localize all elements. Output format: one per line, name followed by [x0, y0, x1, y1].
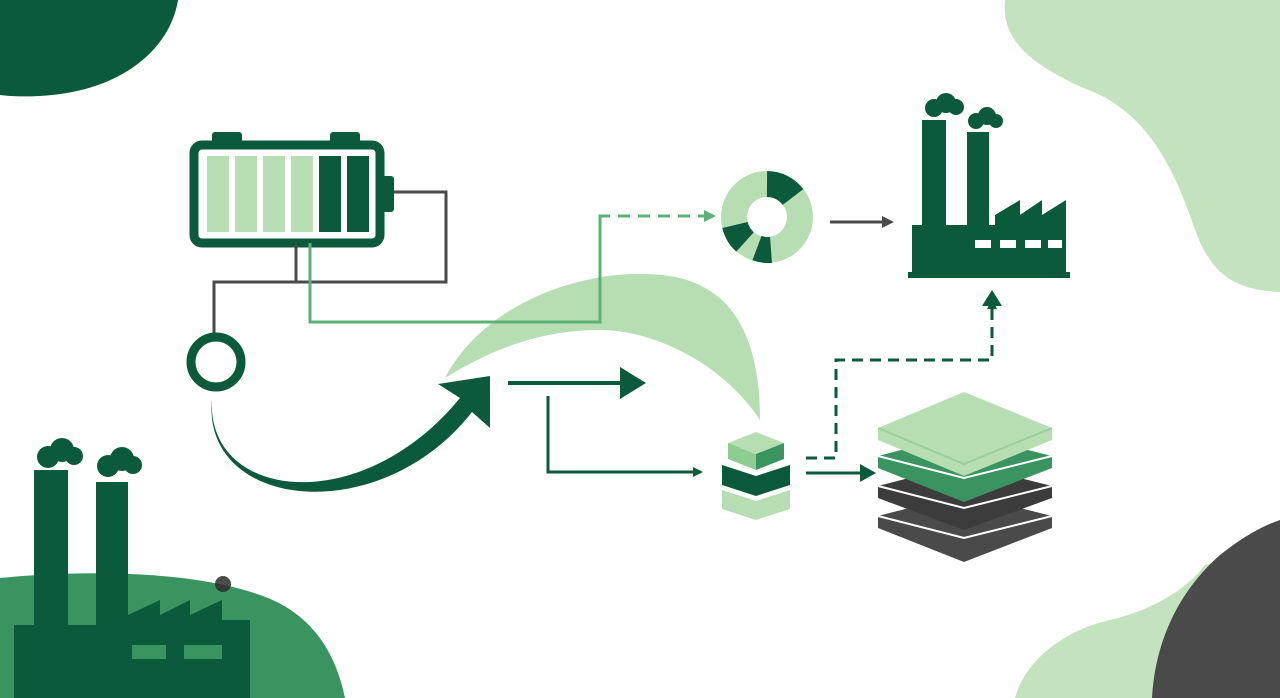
battery-wire-green — [308, 218, 602, 324]
factory-icon-bottom — [14, 438, 250, 698]
dashed-arrow-to-donut — [598, 210, 716, 222]
dashed-arrow-up-to-factory — [806, 299, 997, 460]
dark-curved-arrow — [211, 376, 490, 492]
circular-node-icon — [186, 332, 246, 392]
blob-bottom-right-dark — [1152, 520, 1280, 698]
layer-stack-icon — [877, 392, 1053, 562]
battery-wire-left — [212, 280, 296, 338]
battery-wire-right — [294, 190, 448, 284]
donut-ring-icon — [721, 171, 813, 264]
arrow-middle-right-head — [620, 367, 646, 399]
dashed-arrow-up-head — [982, 290, 1002, 306]
light-swoosh-arrow — [445, 273, 760, 420]
stacked-blocks-icon — [722, 432, 790, 520]
arrow-down-to-blocks — [546, 396, 703, 477]
blob-top-right — [1004, 0, 1280, 292]
blob-top-left — [0, 0, 178, 97]
arrow-blocks-to-layers-head — [860, 464, 876, 482]
factory-icon — [908, 93, 1070, 278]
battery-icon — [189, 132, 394, 248]
